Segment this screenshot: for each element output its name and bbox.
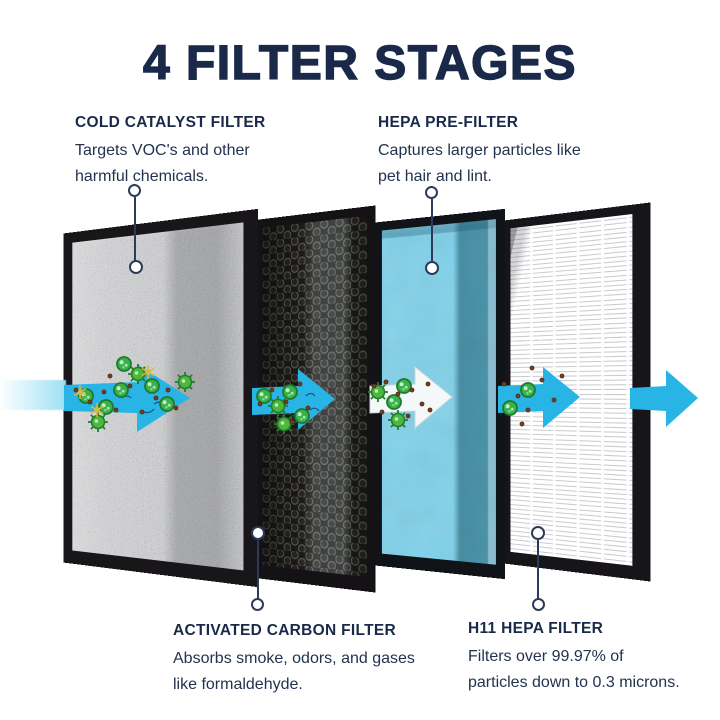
callout-line [134,197,136,261]
callout-circle [425,186,438,199]
filter-name: HEPA PRE-FILTER [378,114,519,131]
callout-h11-hepa: H11 HEPA FILTER Filters over 99.97% of p… [468,620,720,696]
callout-cold-catalyst: COLD CATALYST FILTER Targets VOC's and o… [75,114,315,190]
airflow-arrow-stage3 [367,365,453,431]
callout-hepa-pre-filter: HEPA PRE-FILTER Captures larger particle… [378,114,638,190]
callout-circle [128,184,141,197]
callout-activated-carbon: ACTIVATED CARBON FILTER Absorbs smoke, o… [173,622,453,698]
callout-marker-dot [129,260,143,274]
filter-description: Filters over 99.97% of particles down to… [468,648,680,691]
filter-name: H11 HEPA FILTER [468,620,604,637]
airflow-arrow-stage4 [498,365,580,428]
callout-marker-dot [251,526,265,540]
callout-line [537,540,539,600]
airflow-entry-glow [0,380,66,410]
airflow-arrow-stage2 [252,369,335,435]
callout-line [257,540,259,600]
callout-marker-dot [425,261,439,275]
filter-name: COLD CATALYST FILTER [75,114,266,131]
page-title: 4 FILTER STAGES [142,37,578,91]
callout-marker-dot [531,526,545,540]
filter-name: ACTIVATED CARBON FILTER [173,622,397,639]
callout-circle [251,598,264,611]
callout-line [431,199,433,261]
airflow-arrow-stage1 [64,356,196,433]
callout-circle [532,598,545,611]
filter-description: Targets VOC's and other harmful chemical… [75,142,250,185]
airflow-exit-arrow [630,370,698,427]
filter-description: Captures larger particles like pet hair … [378,142,581,185]
filter-description: Absorbs smoke, odors, and gases like for… [173,650,415,693]
